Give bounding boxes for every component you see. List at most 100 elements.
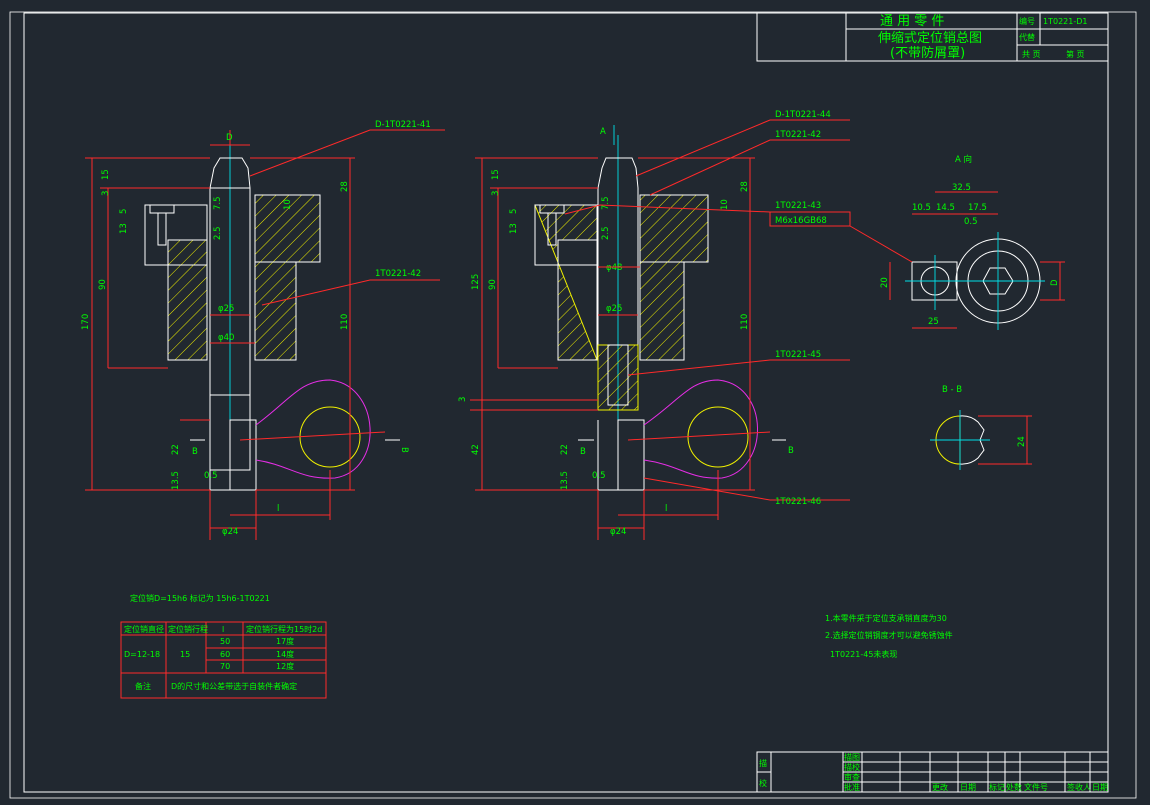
dim-28: 28 (340, 181, 350, 192)
col-label-0: 更改 (932, 782, 948, 792)
dim-5: 5 (119, 209, 129, 214)
dim-15: 15 (101, 169, 111, 180)
callout-44: D-1T0221-44 (775, 110, 831, 120)
callout-43: 1T0221-43 (775, 201, 821, 211)
outer-frame (9, 11, 1137, 799)
notes: 定位销D=15h6 标记为 15h6-1T0221 1.本零件采于定位支承销直度… (130, 593, 953, 659)
title-line2: 伸缩式定位销总图 (878, 30, 982, 46)
title-line3: (不带防屑罩) (890, 45, 965, 61)
dim-90: 90 (98, 279, 108, 290)
dim-7_5: 7.5 (213, 196, 223, 210)
col-label-6: 日期 (1092, 783, 1108, 792)
dim-3: 3 (101, 191, 111, 196)
col-label-1: 日期 (960, 783, 976, 792)
row-label-1: 描校 (844, 762, 860, 772)
th-diameter: 定位销直径 (124, 624, 164, 634)
callout-45: 1T0221-45 (775, 350, 821, 360)
dim-25: 25 (928, 317, 939, 327)
td-d-range: D=12-18 (124, 650, 160, 659)
td-stroke: 15 (180, 650, 190, 659)
dim-110-r: 110 (740, 314, 750, 330)
td-val-2: 12度 (276, 661, 294, 671)
dim-2_5: 2.5 (213, 226, 223, 240)
dim-14_5: 14.5 (936, 203, 955, 213)
dim-22: 22 (171, 444, 181, 455)
spec-table: 定位销直径 定位销行程 l 定位销行程为15时2d D=12-18 15 50 … (120, 621, 327, 699)
dim-13-r: 13 (509, 223, 519, 234)
note-3: 1T0221-45未表现 (830, 649, 897, 659)
dim-170: 170 (81, 314, 91, 330)
left-section-view: 170 90 3 15 5 13 7.5 2.5 10 28 110 φ25 φ… (81, 120, 445, 540)
dim-0_5-a: 0.5 (964, 217, 978, 227)
dim-17_5: 17.5 (968, 203, 987, 213)
dim-24-b: 24 (1017, 436, 1027, 447)
dim-10: 10 (283, 199, 293, 210)
dim-phi40: φ40 (218, 333, 234, 343)
sheet-total: 共 页 (1022, 50, 1041, 59)
dim-phi25: φ25 (218, 304, 234, 314)
th-stroke: 定位销行程 (168, 624, 208, 634)
dim-42: 42 (471, 444, 481, 455)
dim-phi24-r: φ24 (610, 527, 626, 537)
dim-13_5: 13.5 (171, 471, 181, 490)
dim-10_5: 10.5 (912, 203, 931, 213)
row-label-3: 批准 (844, 782, 860, 792)
note-2: 2.选择定位销钢度才可以避免锈蚀件 (825, 630, 953, 640)
sec-b-left: B (192, 447, 198, 457)
sheet-no: 第 页 (1066, 49, 1085, 59)
sec-b-left-r: B (580, 447, 586, 457)
dim-phi25-r: φ25 (606, 304, 622, 314)
dim-13: 13 (119, 223, 129, 234)
dim-13_5-r: 13.5 (560, 471, 570, 490)
side-label-0: 描 (759, 758, 767, 768)
right-section-view: 125 90 3 15 5 13 7.5 2.5 10 28 110 φ48 φ… (458, 110, 851, 540)
dim-l-r: l (665, 504, 667, 514)
dim-phi48: φ48 (606, 263, 622, 273)
title-line1: 通 用 零 件 (880, 14, 944, 29)
td-l-2: 70 (220, 662, 230, 671)
side-label-1: 校 (759, 778, 767, 788)
note-1: 1.本零件采于定位支承销直度为30 (825, 613, 947, 623)
td-l-1: 60 (220, 650, 230, 659)
dim-15-r: 15 (491, 169, 501, 180)
view-a-label: A 向 (955, 154, 972, 165)
td-l-0: 50 (220, 637, 230, 646)
dim-l: l (277, 504, 279, 514)
dim-phi24: φ24 (222, 527, 238, 537)
pin-marking: 定位销D=15h6 标记为 15h6-1T0221 (130, 593, 270, 603)
callout-42: 1T0221-42 (775, 130, 821, 140)
sec-b-right: B (399, 447, 409, 453)
dim-D-a: D (1050, 279, 1060, 286)
callout-42-left: 1T0221-42 (375, 269, 421, 279)
dim-D: D (226, 133, 233, 143)
th-angle: 定位销行程为15时2d (246, 624, 322, 634)
revision-block: 描 校 描图 描校 审查 批准 更改 日期 标记 处数 文件号 签收人 日期 (756, 751, 1109, 793)
row-label-0: 描图 (844, 752, 860, 762)
col-label-3: 处数 (1006, 782, 1022, 792)
col-label-2: 标记 (989, 782, 1005, 792)
dim-28-r: 28 (740, 181, 750, 192)
col-label-4: 文件号 (1024, 782, 1048, 792)
th-l: l (222, 625, 224, 634)
dim-0_5: 0.5 (204, 471, 218, 481)
remark-label: 备注 (135, 681, 151, 691)
dim-90-r: 90 (488, 279, 498, 290)
dim-3-r: 3 (491, 191, 501, 196)
dim-0_5-r: 0.5 (592, 471, 606, 481)
dim-10-r: 10 (720, 199, 730, 210)
code-label: 编号 (1019, 16, 1035, 26)
section-bb: B - B 24 (930, 385, 1032, 470)
dim-5-r: 5 (509, 209, 519, 214)
dim-3-low: 3 (458, 397, 468, 402)
dim-7_5-r: 7.5 (601, 196, 611, 210)
sec-b-right-r: B (788, 446, 794, 456)
alt-label: 代替 (1019, 32, 1035, 42)
arrow-a-label: A (600, 127, 606, 137)
remark-text: D的尺寸和公差带选于自装件者确定 (171, 681, 297, 691)
dim-20: 20 (880, 277, 890, 288)
dim-125: 125 (471, 274, 481, 290)
row-label-2: 审查 (844, 772, 860, 782)
dim-110: 110 (340, 314, 350, 330)
section-bb-label: B - B (942, 385, 962, 395)
